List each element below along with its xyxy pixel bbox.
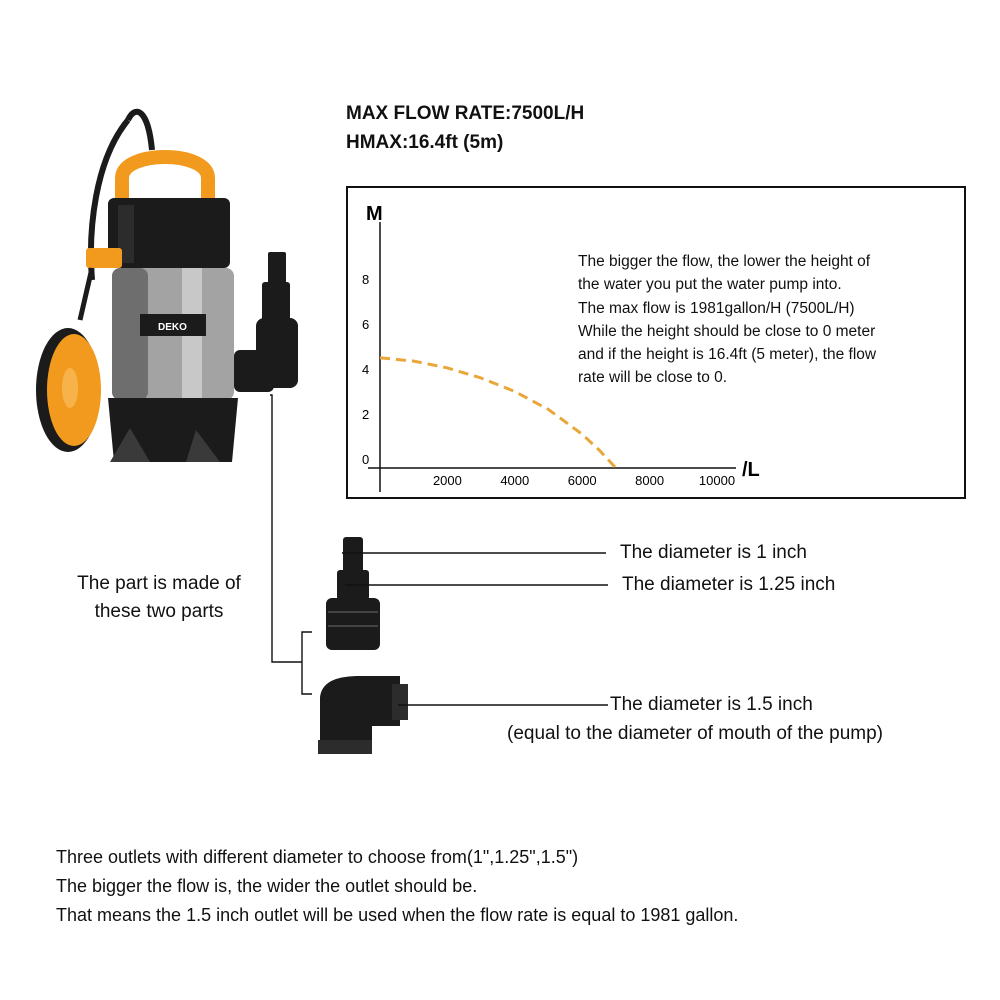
y-tick-label: 6 <box>362 317 369 332</box>
flow-height-chart: 0 2 4 6 8 2000 4000 6000 8000 10000 M /L <box>346 186 966 499</box>
connector-lines <box>270 394 608 706</box>
y-tick-label: 0 <box>362 452 369 467</box>
chart-note-line: While the height should be close to 0 me… <box>578 322 876 340</box>
x-tick-label: 4000 <box>500 473 529 488</box>
y-tick-label: 4 <box>362 362 369 377</box>
parts-label-line: The part is made of <box>77 573 241 594</box>
max-flow-rate: MAX FLOW RATE:7500L/H <box>346 103 585 124</box>
diameter-15-note: (equal to the diameter of mouth of the p… <box>507 723 883 744</box>
y-tick-label: 2 <box>362 407 369 422</box>
parts-label-line: these two parts <box>94 601 224 622</box>
chart-note-line: the water you put the water pump into. <box>578 276 842 294</box>
pump-image <box>36 108 298 462</box>
x-tick-label: 10000 <box>699 473 735 488</box>
elbow-image <box>318 676 408 754</box>
pump-brand-logo: DEKO <box>158 322 187 333</box>
chart-note-line: and if the height is 16.4ft (5 meter), t… <box>578 346 877 364</box>
y-tick-label: 8 <box>362 272 369 287</box>
diameter-125-label: The diameter is 1.25 inch <box>622 574 836 595</box>
adapter-image <box>326 537 380 650</box>
footer-line: The bigger the flow is, the wider the ou… <box>56 876 478 896</box>
y-axis-label: M <box>366 203 383 225</box>
hmax: HMAX:16.4ft (5m) <box>346 132 504 153</box>
x-tick-labels: 2000 4000 6000 8000 10000 <box>433 473 735 488</box>
footer-notes: Three outlets with different diameter to… <box>56 843 738 930</box>
chart-note-line: rate will be close to 0. <box>578 369 728 387</box>
x-tick-label: 2000 <box>433 473 462 488</box>
diameter-1-label: The diameter is 1 inch <box>620 542 807 563</box>
footer-line: That means the 1.5 inch outlet will be u… <box>56 905 739 925</box>
x-axis-label: /L <box>742 459 760 481</box>
y-tick-labels: 0 2 4 6 8 <box>362 272 369 467</box>
diameter-15-label: The diameter is 1.5 inch <box>610 694 813 715</box>
chart-note-line: The bigger the flow, the lower the heigh… <box>578 253 871 270</box>
footer-line: Three outlets with different diameter to… <box>56 847 579 867</box>
x-tick-label: 6000 <box>568 473 597 488</box>
parts-label: The part is made of these two parts <box>56 570 262 626</box>
chart-explanation: The bigger the flow, the lower the heigh… <box>578 250 968 390</box>
chart-note-line: The max flow is 1981gallon/H (7500L/H) <box>578 299 855 317</box>
x-tick-label: 8000 <box>635 473 664 488</box>
chart-svg: 0 2 4 6 8 2000 4000 6000 8000 10000 M /L <box>362 203 760 492</box>
